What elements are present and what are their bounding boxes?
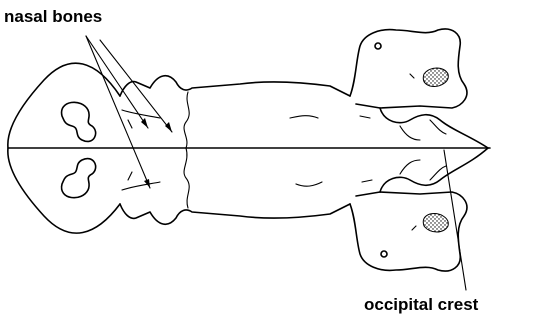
suture-frontal-lower	[122, 172, 160, 190]
arrowhead-2	[144, 179, 150, 188]
condyle-upper	[400, 120, 446, 140]
foramen-lower	[381, 251, 387, 257]
stipple-upper	[423, 68, 448, 86]
stipple-lower	[423, 214, 448, 232]
nasal-region-lower	[120, 204, 350, 224]
occipital-inner-lower	[380, 148, 488, 192]
nasal-leader-3	[100, 40, 172, 132]
arrowhead-3	[165, 122, 172, 132]
suture-upper-nasal	[184, 92, 189, 148]
condyle-lower	[400, 160, 446, 180]
nasal-region-upper	[120, 76, 350, 96]
occipital-crest-label: occipital crest	[364, 296, 478, 313]
upper-nostril	[62, 102, 96, 141]
tick-marks	[410, 74, 416, 230]
nasal-leader-1	[86, 36, 148, 128]
suture-lower-nasal	[184, 148, 189, 208]
occipital-inner-upper	[380, 108, 488, 148]
occipital-upper	[350, 29, 467, 108]
occipital-lower	[350, 192, 467, 271]
foramen-upper	[375, 43, 381, 49]
nasal-bones-label: nasal bones	[4, 8, 102, 25]
small-marks	[290, 116, 372, 186]
suture-frontal-upper	[122, 110, 160, 128]
lower-nostril	[62, 159, 96, 198]
